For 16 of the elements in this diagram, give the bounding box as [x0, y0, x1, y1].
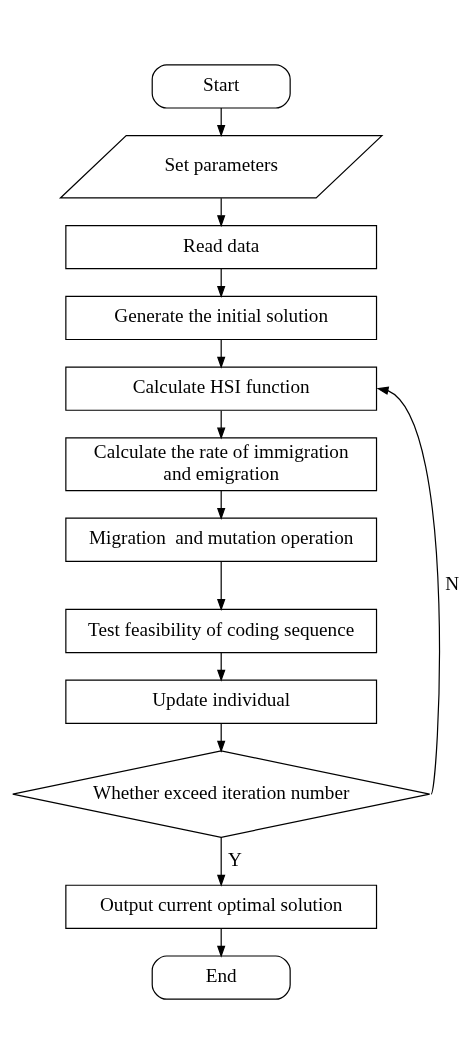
node-box: End [151, 954, 291, 1000]
node-box: Output current optimal solution [65, 884, 378, 929]
node-box: Update individual [65, 679, 378, 724]
node-box: Generate the initial solution [65, 295, 378, 340]
arrow [217, 560, 226, 611]
edge-label: N [445, 572, 460, 594]
node-box: Start [151, 63, 291, 109]
node-diamond: Whether exceed iteration number [12, 749, 431, 838]
edge-label: Y [228, 848, 242, 870]
node-box: Test feasibility of coding sequence [65, 608, 378, 653]
node-box: Calculate HSI function [65, 365, 378, 411]
node-box: Migration and mutation operation [65, 517, 378, 562]
arrow [376, 386, 441, 795]
arrow [217, 836, 226, 887]
node-box: Calculate the rate of immigration and emigration [65, 436, 378, 491]
node-box: Read data [65, 224, 378, 269]
